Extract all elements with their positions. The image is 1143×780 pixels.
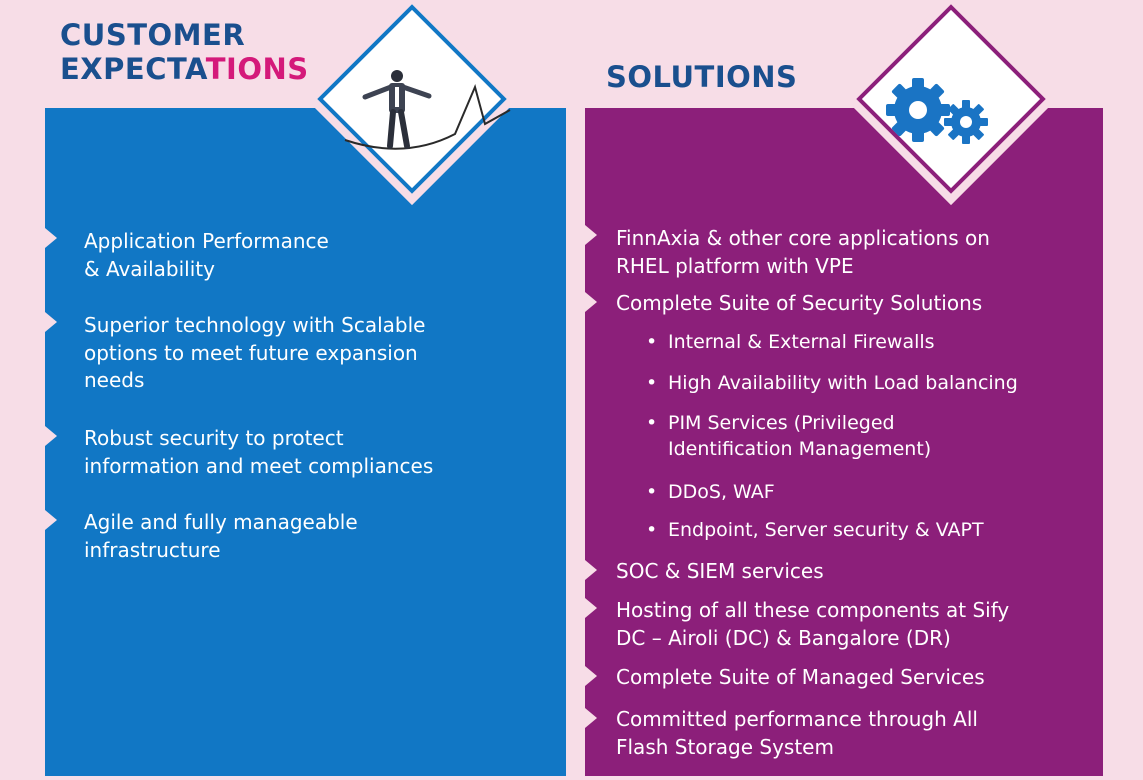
- sub-item-4-text: DDoS, WAF: [668, 481, 775, 503]
- left-item-2-arrow: [45, 312, 57, 332]
- customer-expectations-heading: CUSTOMER EXPECTATIONS: [60, 18, 309, 86]
- right-item-4: Hosting of all these components at Sify …: [616, 598, 1010, 650]
- gears-icon: [886, 78, 988, 144]
- sub-item-2: • High Availability with Load balancing: [646, 371, 1018, 397]
- bullet: •: [646, 481, 658, 503]
- sub-item-3-text: PIM Services (Privileged Identification …: [668, 412, 932, 460]
- sub-item-1-text: Internal & External Firewalls: [668, 331, 935, 353]
- sub-item-2-text: High Availability with Load balancing: [668, 372, 1018, 394]
- left-item-3: Robust security to protect information a…: [84, 426, 434, 478]
- solutions-panel: [585, 108, 1103, 776]
- sub-item-1: • Internal & External Firewalls: [646, 330, 935, 356]
- sub-item-3: • PIM Services (Privileged Identification…: [646, 411, 931, 462]
- sub-item-4: • DDoS, WAF: [646, 480, 775, 506]
- bullet: •: [646, 372, 658, 394]
- left-item-4: Agile and fully manageable infrastructur…: [84, 510, 358, 562]
- right-item-5-arrow: [585, 666, 597, 686]
- bullet: •: [646, 331, 658, 353]
- sub-item-5-text: Endpoint, Server security & VAPT: [668, 519, 984, 541]
- customer-expectations-panel: [45, 108, 566, 776]
- right-item-6: Committed performance through All Flash …: [616, 707, 978, 759]
- left-item-1: Application Performance & Availability: [84, 229, 329, 281]
- heading-line2-part-a: EXPECTA: [60, 52, 206, 87]
- bullet: •: [646, 412, 658, 434]
- heading-line2-part-b: TIONS: [205, 52, 309, 87]
- right-item-5: Complete Suite of Managed Services: [616, 665, 985, 689]
- right-item-2: Complete Suite of Security Solutions: [616, 291, 983, 315]
- sub-item-5: • Endpoint, Server security & VAPT: [646, 518, 984, 544]
- right-item-3: SOC & SIEM services: [616, 559, 824, 583]
- left-item-1-arrow: [45, 228, 57, 248]
- solutions-heading: SOLUTIONS: [606, 60, 798, 94]
- tightrope-walker-icon: [344, 70, 511, 150]
- bullet: •: [646, 519, 658, 541]
- left-item-4-arrow: [45, 510, 57, 530]
- right-item-2-arrow: [585, 292, 597, 312]
- right-item-3-arrow: [585, 560, 597, 580]
- heading-line1: CUSTOMER: [60, 18, 246, 52]
- right-item-4-arrow: [585, 598, 597, 618]
- right-item-1-arrow: [585, 225, 597, 245]
- right-item-1: FinnAxia & other core applications on RH…: [616, 226, 990, 278]
- left-item-3-arrow: [45, 426, 57, 446]
- right-item-6-arrow: [585, 708, 597, 728]
- left-item-2: Superior technology with Scalable option…: [84, 313, 426, 393]
